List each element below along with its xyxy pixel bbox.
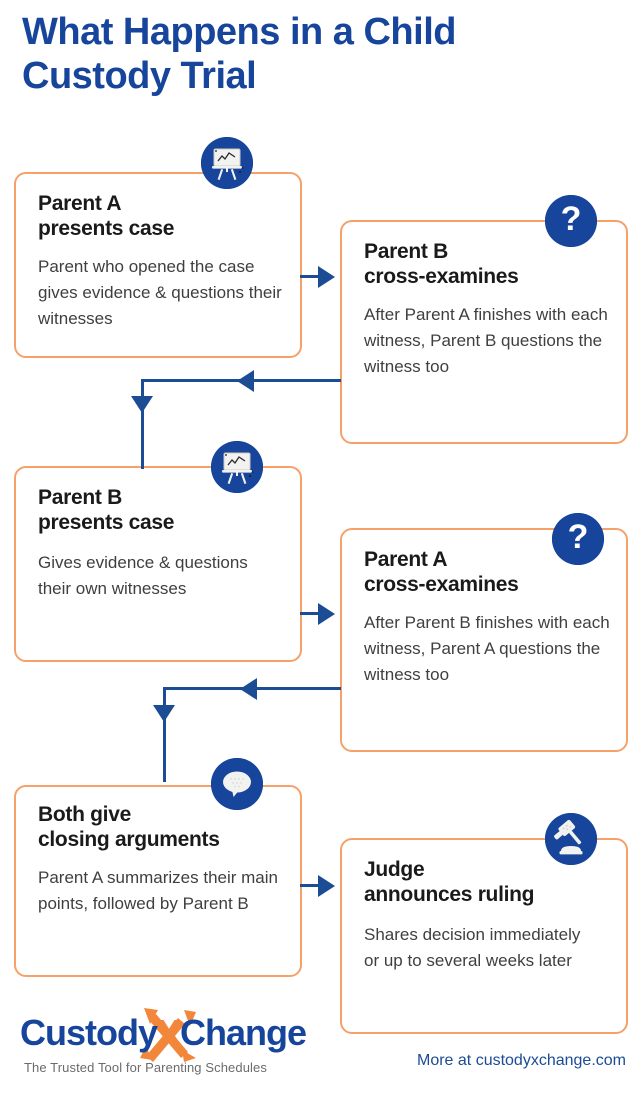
question-mark-icon: ? <box>545 195 597 247</box>
step-3-body: Gives evidence & questions their own wit… <box>38 553 248 598</box>
svg-text:?: ? <box>561 200 582 238</box>
connector-step2-to-step3-vertical <box>141 379 144 469</box>
step-card-parent-b-cross-examines[interactable]: Parent B cross-examines After Parent A f… <box>340 220 628 444</box>
step-card-closing-arguments[interactable]: Both give closing arguments Parent A sum… <box>14 785 302 977</box>
page-title: What Happens in a Child Custody Trial <box>22 10 622 98</box>
step-3-title-line-2: presents case <box>38 510 175 534</box>
step-card-parent-a-presents[interactable]: Parent A presents case Parent who opened… <box>14 172 302 358</box>
step-4-body: After Parent B finishes with each witnes… <box>364 613 610 684</box>
step-3-title: Parent B presents case <box>38 486 278 536</box>
connector-step3-to-step4 <box>300 612 330 615</box>
step-1-body: Parent who opened the case gives evidenc… <box>38 257 282 328</box>
page-title-line-2: Custody Trial <box>22 55 257 98</box>
connector-step1-to-step2 <box>300 275 330 278</box>
step-5-title-line-2: closing arguments <box>38 827 220 851</box>
arrow-step2-to-step3-left <box>237 370 254 392</box>
step-2-title: Parent B cross-examines <box>364 240 614 290</box>
step-3-title-line-1: Parent B <box>38 486 122 509</box>
logo-word-change: Change <box>180 1012 307 1053</box>
step-1-title-line-1: Parent A <box>38 192 122 215</box>
logo-tagline: The Trusted Tool for Parenting Schedules <box>24 1060 267 1075</box>
logo-wordmark: CustodyXChange <box>20 1012 310 1054</box>
step-2-title-line-2: cross-examines <box>364 264 519 288</box>
step-4-title: Parent A cross-examines <box>364 548 614 598</box>
speech-bubble-icon <box>211 758 263 810</box>
step-5-title: Both give closing arguments <box>38 803 298 853</box>
more-at-link[interactable]: More at custodyxchange.com <box>417 1052 626 1069</box>
arrow-step3-to-step4 <box>318 603 335 625</box>
arrow-step1-to-step2 <box>318 266 335 288</box>
svg-text:?: ? <box>568 518 589 556</box>
connector-step5-to-step6 <box>300 884 330 887</box>
step-2-title-line-1: Parent B <box>364 240 448 263</box>
step-5-title-line-1: Both give <box>38 803 131 826</box>
connector-step4-to-step5-vertical <box>163 687 166 782</box>
arrow-step4-to-step5-down <box>153 705 175 722</box>
step-1-title-line-2: presents case <box>38 216 175 240</box>
logo-word-x: X <box>157 1012 181 1053</box>
step-card-parent-b-presents[interactable]: Parent B presents case Gives evidence & … <box>14 466 302 662</box>
step-6-title: Judge announces ruling <box>364 858 622 908</box>
presentation-board-icon <box>201 137 253 189</box>
gavel-icon <box>545 813 597 865</box>
step-6-title-line-1: Judge <box>364 858 425 881</box>
step-4-title-line-1: Parent A <box>364 548 448 571</box>
step-card-judge-ruling[interactable]: Judge announces ruling Shares decision i… <box>340 838 628 1034</box>
step-card-parent-a-cross-examines[interactable]: Parent A cross-examines After Parent B f… <box>340 528 628 752</box>
arrow-step2-to-step3-down <box>131 396 153 413</box>
logo-x-arrows-icon <box>138 1006 200 1064</box>
page-title-line-1: What Happens in a Child <box>22 11 456 53</box>
step-5-body: Parent A summarizes their main points, f… <box>38 868 278 913</box>
arrow-step5-to-step6 <box>318 875 335 897</box>
step-4-title-line-2: cross-examines <box>364 572 519 596</box>
logo-word-custody: Custody <box>20 1012 158 1053</box>
step-6-body: Shares decision immediately or up to sev… <box>364 925 581 970</box>
custodyxchange-logo[interactable]: CustodyXChange The Trusted Tool for Pare… <box>20 1008 310 1084</box>
question-mark-icon: ? <box>552 513 604 565</box>
arrow-step4-to-step5-left <box>240 678 257 700</box>
step-2-body: After Parent A finishes with each witnes… <box>364 305 608 376</box>
step-6-title-line-2: announces ruling <box>364 882 535 906</box>
presentation-board-icon <box>211 441 263 493</box>
step-1-title: Parent A presents case <box>38 192 278 242</box>
